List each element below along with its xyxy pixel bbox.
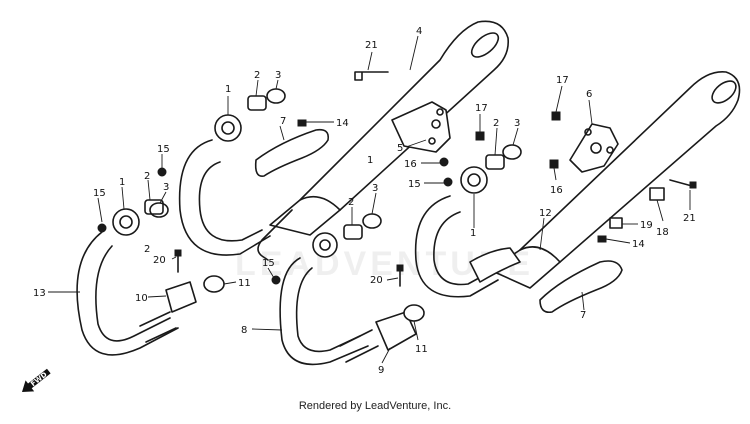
callout-label: 12 <box>539 208 552 219</box>
callout-label: 14 <box>336 118 349 129</box>
heat-shield-right <box>539 260 623 314</box>
callout-label: 2 <box>348 197 354 208</box>
exhaust-gaskets <box>149 88 522 229</box>
pipe-clamp-10 <box>165 281 197 313</box>
callout-label: 1 <box>470 228 476 239</box>
callout-label: 15 <box>262 258 275 269</box>
callout-label: 3 <box>275 70 281 81</box>
callout-label: 8 <box>241 325 247 336</box>
callout-label: 4 <box>416 26 422 37</box>
muffler-bracket-right <box>569 123 619 173</box>
callout-label: 1 <box>225 84 231 95</box>
callout-label: 19 <box>640 220 653 231</box>
callout-label: 13 <box>33 288 46 299</box>
render-credit: Rendered by LeadVenture, Inc. <box>298 400 452 412</box>
callout-label: 21 <box>365 40 378 51</box>
callout-label: 16 <box>404 159 417 170</box>
clamp-band-11-right <box>403 304 425 322</box>
pipe-clamp-9 <box>375 311 417 351</box>
callout-label: 18 <box>656 227 669 238</box>
callout-label: 1 <box>367 155 373 166</box>
callout-label: 20 <box>370 275 383 286</box>
pipe-joint <box>469 247 521 283</box>
callout-label: 7 <box>280 116 286 127</box>
callout-label: 2 <box>144 244 150 255</box>
callout-label: 15 <box>157 144 170 155</box>
exhaust-pipe-8 <box>279 257 369 366</box>
callout-label: 9 <box>378 365 384 376</box>
callout-label: 1 <box>119 177 125 188</box>
callout-label: 2 <box>254 70 260 81</box>
callout-label: 2 <box>144 171 150 182</box>
callout-label: 17 <box>556 75 569 86</box>
heat-shield-top <box>254 128 330 177</box>
callout-label: 2 <box>493 118 499 129</box>
exhaust-pipe-13 <box>76 231 179 356</box>
callout-label: 10 <box>135 293 148 304</box>
pipe-collars <box>144 95 505 240</box>
small-hardware <box>97 71 697 287</box>
callout-label: 17 <box>475 103 488 114</box>
callout-labels: 1 1 1 1 2 2 2 2 2 3 3 3 3 4 5 6 7 7 8 9 … <box>33 26 696 376</box>
muffler-bracket-left <box>391 101 451 153</box>
callout-label: 3 <box>372 183 378 194</box>
callout-label: 20 <box>153 255 166 266</box>
callout-label: 21 <box>683 213 696 224</box>
forward-arrow-icon: FWD <box>22 368 51 392</box>
exhaust-pipe-upper-left <box>178 139 271 256</box>
clamp-band-11-left <box>203 275 225 293</box>
callout-label: 3 <box>163 182 169 193</box>
exhaust-pipe-right <box>414 195 499 298</box>
callout-label: 14 <box>632 239 645 250</box>
callout-label: 15 <box>93 188 106 199</box>
leader-lines <box>48 35 691 364</box>
callout-label: 11 <box>415 344 428 355</box>
callout-label: 5 <box>397 143 403 154</box>
callout-label: 7 <box>580 310 586 321</box>
callout-label: 15 <box>408 179 421 190</box>
callout-label: 6 <box>586 89 592 100</box>
callout-label: 3 <box>514 118 520 129</box>
callout-label: 16 <box>550 185 563 196</box>
joint-flange <box>112 114 488 258</box>
callout-label: 11 <box>238 278 251 289</box>
